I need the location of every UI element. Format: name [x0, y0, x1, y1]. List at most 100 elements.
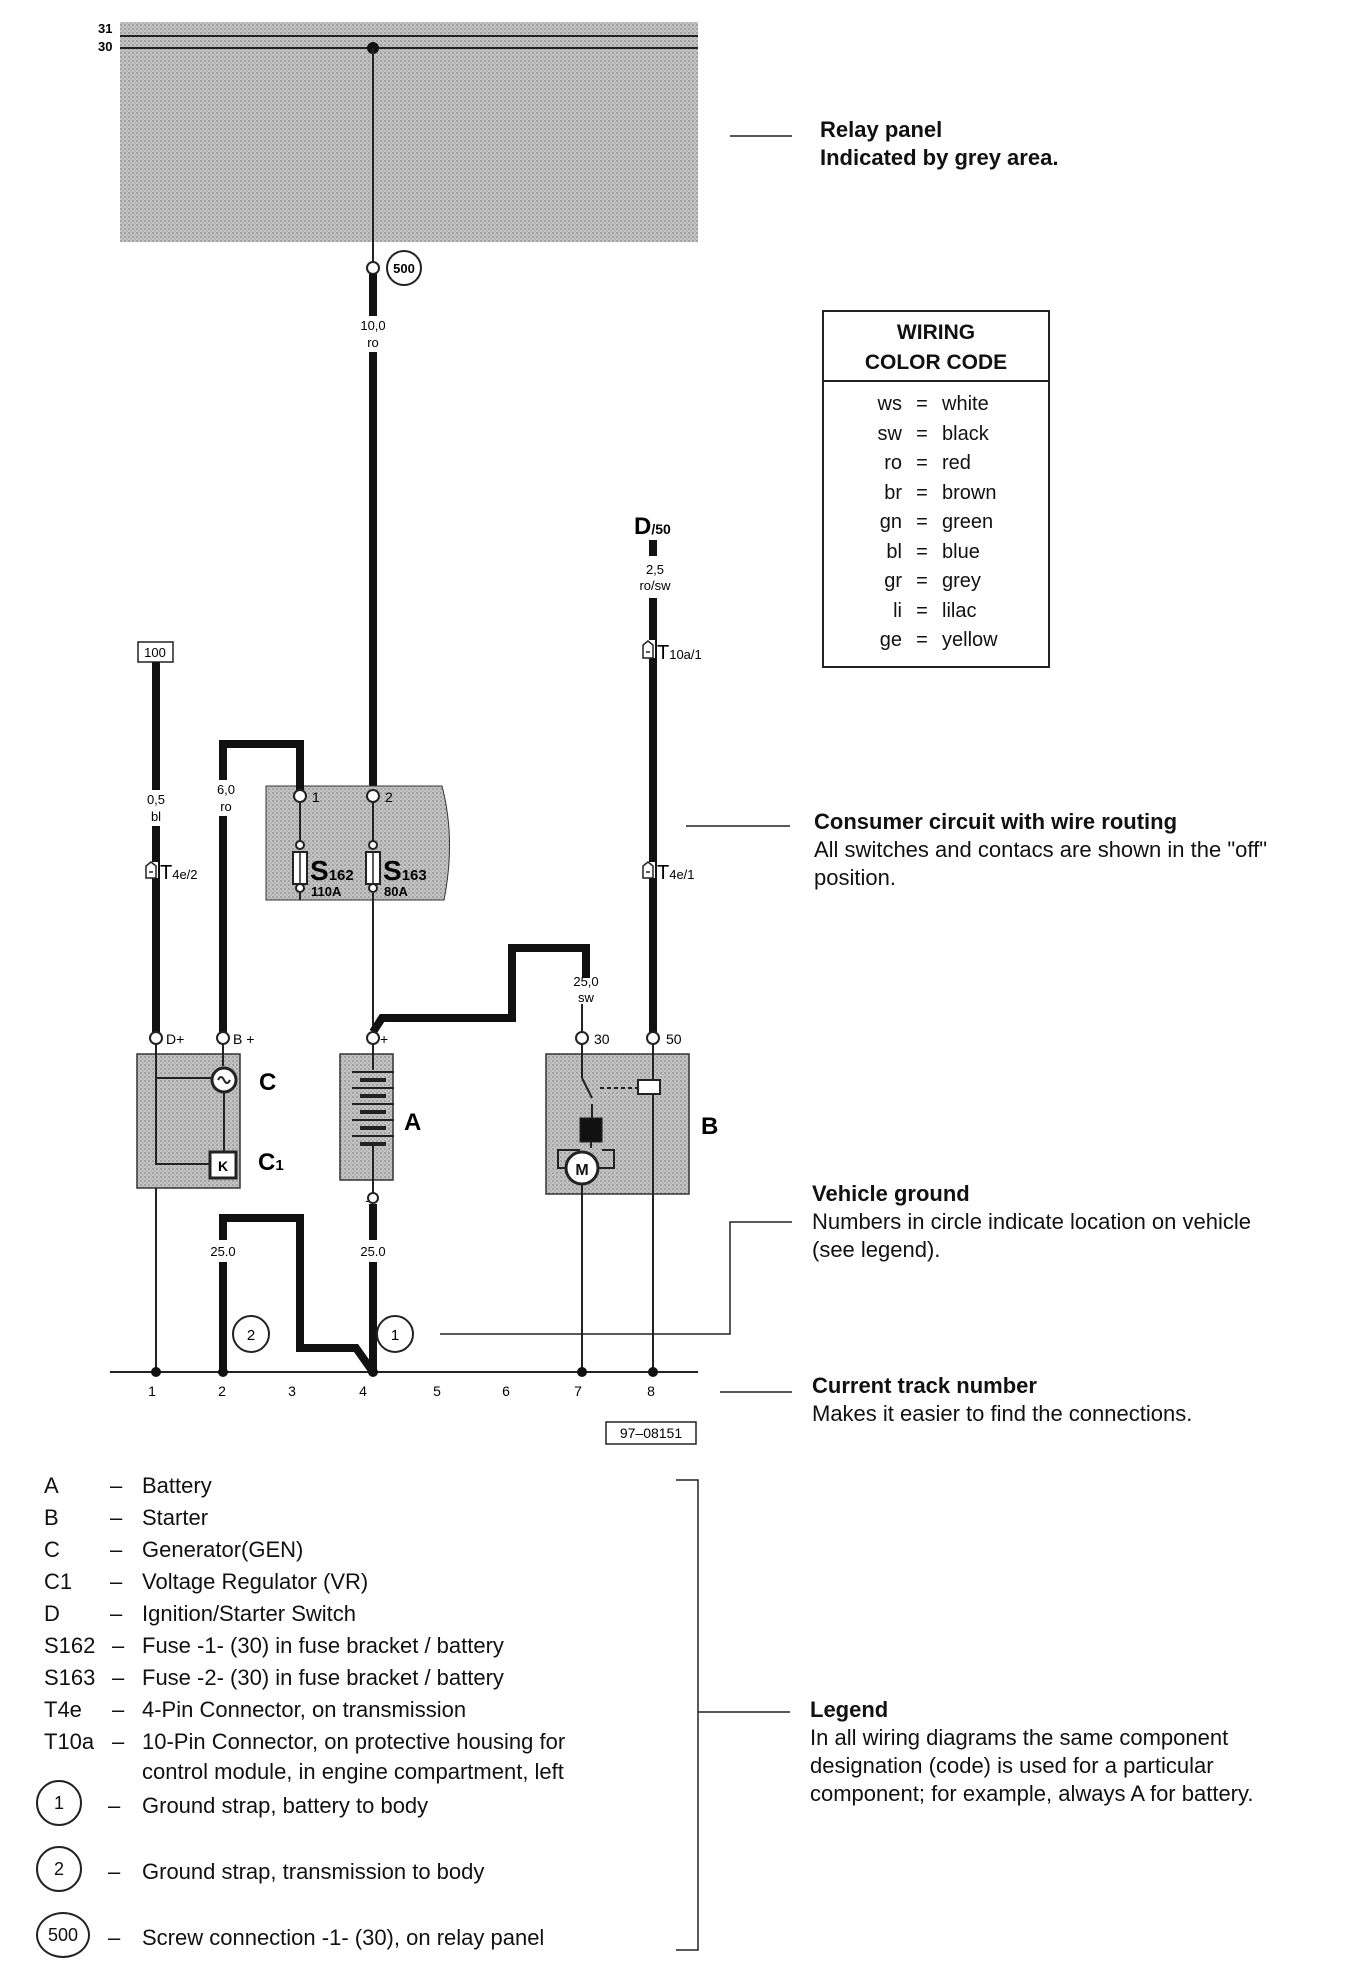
legend-code: T10a [44, 1729, 95, 1754]
color-code-row: gr=grey [824, 567, 1048, 597]
figure-id: 97–08151 [620, 1425, 683, 1441]
starter-50-label: 50 [666, 1031, 682, 1047]
legend-description: Starter [142, 1505, 209, 1530]
legend-dash: – [112, 1697, 125, 1722]
color-code-row: ws=white [824, 390, 1048, 420]
wire-500-size: 10,0 [360, 318, 385, 333]
color-code-equals: = [916, 511, 928, 533]
legend-dash: – [110, 1537, 123, 1562]
wire-B-size: 6,0 [217, 782, 235, 797]
legend-description: Screw connection -1- (30), on relay pane… [142, 1925, 545, 1950]
legend-dash: – [108, 1859, 121, 1884]
ref-100-label: 100 [144, 645, 166, 660]
wire-100-color: bl [151, 809, 161, 824]
legend-code: A [44, 1473, 59, 1498]
ground-2-icon [232, 1315, 270, 1353]
legend-title: Legend [810, 1697, 889, 1722]
color-code-equals: = [916, 422, 928, 445]
figure-id-box [605, 1421, 697, 1445]
color-code-color: black [942, 422, 989, 445]
wire-D-size: 2,5 [646, 562, 664, 577]
legend-description: Battery [142, 1473, 212, 1498]
relay-panel-annotation: Relay panel Indicated by grey area. [820, 116, 1058, 172]
fuse-S162-label: S162 [310, 855, 354, 886]
wire-500-color: ro [367, 335, 379, 350]
wire-B-color: ro [220, 799, 232, 814]
color-code-equals: = [916, 599, 928, 622]
track-body: Makes it easier to find the connections. [812, 1401, 1193, 1426]
legend-annotation: Legend In all wiring diagrams the same c… [810, 1696, 1253, 1808]
fuse-box-area [265, 785, 451, 901]
svg-text:M: M [575, 1162, 588, 1179]
wire-starter-color: sw [578, 990, 595, 1005]
track-number: 8 [647, 1383, 655, 1399]
color-code-equals: = [916, 452, 928, 474]
track-number: 6 [502, 1383, 510, 1399]
starter-30-label: 30 [594, 1031, 610, 1047]
legend-code: S162 [44, 1633, 96, 1658]
legend-dash: – [108, 1793, 121, 1818]
wire-ground2-size: 25.0 [210, 1244, 235, 1259]
ground-body-2: (see legend). [812, 1237, 941, 1262]
consumer-title: Consumer circuit with wire routing [814, 809, 1178, 834]
consumer-annotation: Consumer circuit with wire routing All s… [814, 808, 1267, 892]
relay-panel-area [120, 22, 698, 242]
color-code-color: yellow [942, 629, 998, 651]
color-code-row: ge=yellow [824, 626, 1048, 656]
fuse-S162-amp: 110A [311, 884, 342, 899]
starter-label: B [701, 1113, 718, 1140]
legend-dash: – [112, 1665, 125, 1690]
legend-body-1: In all wiring diagrams the same componen… [810, 1725, 1229, 1750]
switch-D-label: D/50 [634, 513, 671, 540]
color-code-abbr: ws [877, 393, 902, 415]
color-code-color: red [942, 452, 971, 474]
color-code-abbr: gr [884, 570, 902, 592]
color-code-equals: = [916, 629, 928, 651]
color-code-abbr: bl [886, 540, 902, 563]
color-code-title-line1: WIRING [896, 321, 976, 344]
legend-body-2: designation (code) is used for a particu… [810, 1753, 1214, 1778]
ground-body-1: Numbers in circle indicate location on v… [812, 1209, 1251, 1234]
legend-dash: – [110, 1505, 123, 1530]
relay-panel-title: Relay panel [820, 117, 943, 142]
legend-description: Ground strap, transmission to body [142, 1859, 485, 1884]
legend-description: Fuse -1- (30) in fuse bracket / battery [142, 1633, 504, 1658]
battery-icon [352, 1044, 394, 1194]
ground-1-icon [376, 1315, 414, 1353]
legend-code: C [44, 1537, 60, 1562]
wire-100-size: 0,5 [147, 792, 165, 807]
wire-starter-size: 25,0 [573, 974, 598, 989]
color-code-abbr: gn [879, 511, 902, 533]
color-code-row: br=brown [824, 479, 1048, 509]
color-code-color: lilac [942, 599, 977, 622]
ground-1-label: 1 [391, 1327, 399, 1344]
color-code-abbr: br [884, 481, 902, 504]
color-code-abbr: sw [877, 422, 902, 445]
wire-ground1-size: 25.0 [360, 1244, 385, 1259]
legend-description: 10-Pin Connector, on protective housing … [142, 1729, 566, 1754]
connector-T4e1-icon [642, 861, 654, 879]
connector-T4e2-label: T4e/2 [160, 862, 198, 884]
legend-code: T4e [44, 1697, 82, 1722]
screw-500-icon [386, 250, 422, 286]
legend-dash: – [112, 1633, 125, 1658]
track-number: 2 [218, 1383, 226, 1399]
ground-2-label: 2 [247, 1327, 255, 1344]
screw-500-label: 500 [393, 261, 415, 276]
track-annotation: Current track number Makes it easier to … [812, 1372, 1192, 1428]
legend-description: Ignition/Starter Switch [142, 1601, 356, 1626]
color-code-equals: = [916, 570, 928, 592]
color-code-row: ro=red [824, 449, 1048, 479]
track-number: 7 [574, 1383, 582, 1399]
consumer-body-2: position. [814, 865, 896, 890]
color-code-abbr: li [893, 599, 902, 622]
legend-body-3: component; for example, always A for bat… [810, 1781, 1254, 1806]
track-number: 3 [288, 1383, 296, 1399]
legend-circle-icon: 2 [36, 1846, 82, 1892]
legend-description: 4-Pin Connector, on transmission [142, 1697, 467, 1722]
color-code-equals: = [916, 540, 928, 563]
color-code-color: white [942, 393, 989, 415]
